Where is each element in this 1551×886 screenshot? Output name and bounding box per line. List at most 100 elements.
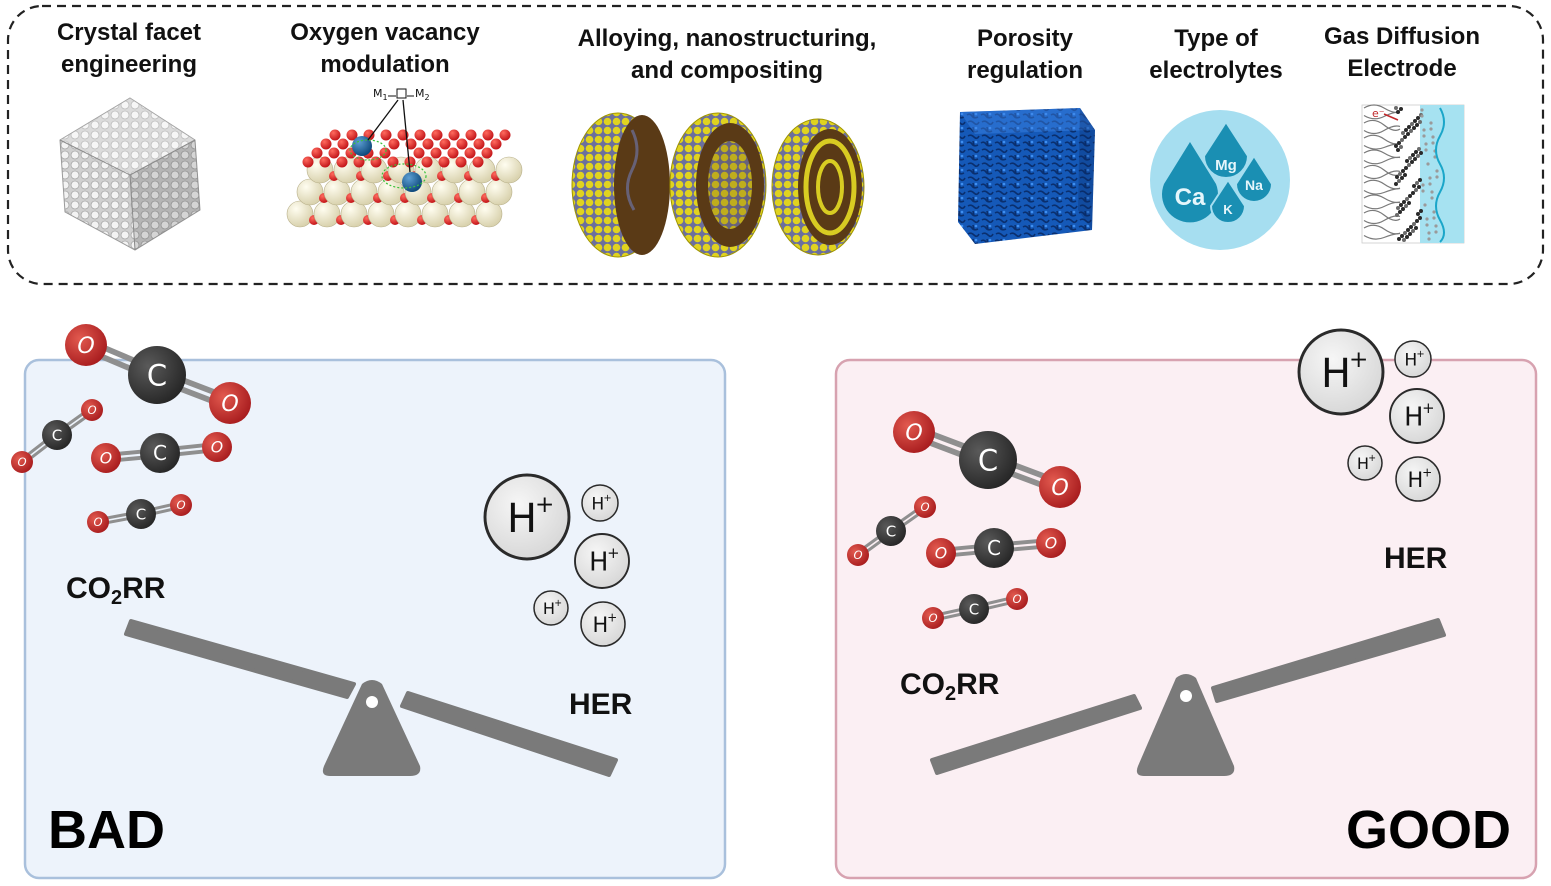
ion-k: K [1223,202,1233,217]
strategies-box [6,4,1545,286]
oxygen-atom [914,496,936,518]
oxygen-atom [202,432,232,462]
carbon-atom [959,431,1017,489]
oxygen-atom-label: O [1012,592,1021,606]
vacancy-annotation: M1 M2 [367,87,430,173]
carbon-atom-label: C [987,536,1001,560]
her-label-good: HER [1384,542,1448,575]
proton-charge: + [603,493,611,504]
carbon-atom-label: C [969,600,979,618]
proton-symbol: H [1408,468,1424,492]
oxygen-atom [1036,528,1066,558]
co2-molecule-good-2: O O C [847,496,936,566]
co2-molecule-bad-1: O O C [65,324,251,424]
proton-charge: + [607,610,617,624]
oxygen-atom [922,607,944,629]
seesaw-good [930,618,1446,776]
proton-good-1: H+ [1297,328,1385,416]
oxygen-atom [65,324,107,366]
proton-bad-3: H+ [574,533,630,589]
proton-symbol: H [1357,454,1369,473]
oxygen-atom-label: O [920,500,929,514]
proton-symbol: H [1404,403,1423,433]
proton-charge: + [535,492,554,518]
oxygen-atom [87,511,109,533]
proton-good-4: H+ [1347,445,1383,481]
proton-good-2: H+ [1394,340,1432,378]
proton-symbol: H [1404,350,1417,370]
proton-symbol: H [589,548,608,578]
carbon-atom [126,499,156,529]
proton-charge: + [554,598,562,609]
crystal-facet-icon [59,97,201,251]
carbon-atom-label: C [978,443,998,477]
co2rr-label-good: CO2RR [900,668,1000,705]
co2-molecule-bad-3: OOC [91,432,232,473]
proton-symbol: H [593,613,609,637]
oxygen-atom-label: O [17,455,26,469]
oxygen-vacancy-icon [286,129,523,228]
svg-text:M2: M2 [415,87,430,102]
alloy-nanostructure-icon [571,112,865,258]
oxygen-atom-label: O [928,611,937,625]
proton-charge: + [1422,399,1434,417]
bad-label: BAD [48,800,165,860]
oxygen-atom-label: O [905,421,922,446]
oxygen-atom [847,544,869,566]
gde-electron: e⁻ [1372,107,1385,120]
her-label-bad: HER [569,688,633,721]
oxygen-atom [893,411,935,453]
good-label: GOOD [1346,800,1511,860]
oxygen-atom [11,451,33,473]
proton-symbol: H [507,496,537,542]
ion-na: Na [1245,177,1263,193]
oxygen-atom-label: O [93,515,102,529]
co2-molecule-good-3: OOC [926,528,1066,568]
proton-symbol: H [1321,351,1351,397]
oxygen-atom-label: O [77,334,94,359]
proton-symbol: H [591,494,604,514]
oxygen-atom [91,443,121,473]
carbon-atom-label: C [52,426,62,444]
carbon-atom [974,528,1014,568]
proton-symbol: H [543,599,555,618]
carbon-atom-label: C [153,441,167,465]
carbon-atom [876,516,906,546]
carbon-atom-label: C [886,522,896,540]
ion-ca: Ca [1175,184,1206,211]
proton-bad-4: H+ [533,590,569,626]
proton-charge: + [1368,453,1376,464]
proton-bad-5: H+ [580,601,626,647]
ion-mg: Mg [1215,157,1237,174]
oxygen-atom-label: O [87,403,96,417]
oxygen-atom-label: O [1045,534,1057,553]
oxygen-atom-label: O [100,449,112,468]
oxygen-atom [1006,588,1028,610]
oxygen-atom [81,399,103,421]
carbon-atom [959,594,989,624]
oxygen-atom-label: O [1051,476,1068,501]
gas-diffusion-electrode-icon: e⁻ [1361,104,1465,244]
co2-molecule-bad-2: O O C [11,399,103,473]
proton-good-3: H+ [1389,388,1445,444]
strategy-label-alloy: Alloying, nanostructuring,and compositin… [578,25,877,84]
co2rr-label-bad: CO2RR [66,572,166,609]
seesaw-bad [124,619,618,777]
carbon-atom [140,433,180,473]
electrolyte-icon: Mg Ca Na K [1150,110,1290,250]
oxygen-atom [1039,466,1081,508]
porosity-icon [958,108,1095,244]
carbon-atom-label: C [147,358,167,392]
co2-molecule-good-4: O O C [922,588,1028,629]
oxygen-atom-label: O [853,548,862,562]
proton-bad-2: H+ [581,484,619,522]
oxygen-atom-label: O [211,438,223,457]
proton-charge: + [1416,349,1424,360]
co2-molecule-bad-4: OOC [87,494,192,533]
co2-molecule-good-1: O O C [893,411,1081,508]
proton-good-5: H+ [1395,456,1441,502]
carbon-atom-label: C [136,505,146,523]
